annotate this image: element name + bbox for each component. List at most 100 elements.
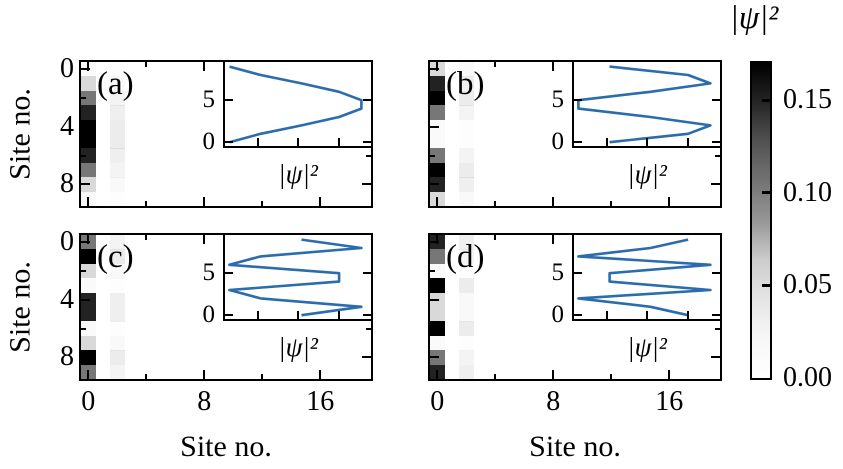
heatmap-cell [430,162,445,178]
y-tick-major [430,68,439,71]
y-tick-minor [715,154,720,157]
inset-x-tick [686,138,689,146]
inset-y-tick-label: 5 [551,259,565,287]
heatmap-cell-faint [110,119,125,135]
heatmap-cell-faint [459,162,474,178]
inset-y-tick [225,272,233,275]
x-axis-label-left: Site no. [180,430,272,463]
y-tick-minor [81,270,86,272]
inset-curve [229,65,363,144]
inset-x-tick [257,138,260,146]
inset-y-tick [574,141,582,144]
inset-x-tick [257,311,260,319]
heatmap-cell-faint [459,76,474,92]
x-tick-major [87,197,90,206]
heatmap-cell-faint [110,192,125,207]
y-tick-label: 4 [60,283,74,315]
inset-y-tick [225,141,233,144]
x-tick-minor [145,62,148,67]
heatmap-cell-faint [110,307,125,322]
x-tick-minor [145,235,148,240]
inset-x-axis-label: |ψ|² [278,159,318,189]
inset-x-tick [686,311,689,319]
inset-x-tick [337,138,340,146]
inset-y-tick [225,99,233,102]
heatmap-cell [430,148,445,164]
heatmap-cell [81,249,96,265]
heatmap-cell [81,263,96,279]
inset-curve-svg [229,65,363,144]
heatmap-cell [430,90,445,106]
inset-y-tick-label: 5 [202,259,216,287]
inset-curve-svg [577,65,712,144]
y-tick-minor [366,327,371,330]
y-tick-label: 0 [60,53,74,85]
heatmap-cell-faint [459,90,474,106]
heatmap-cell [430,335,445,351]
inset-y-tick [574,99,582,102]
inset-y-tick-label: 0 [551,301,565,329]
x-tick-minor [494,235,497,240]
heatmap-cell-faint [459,293,474,308]
inset-plot [223,233,373,321]
heatmap-cell [81,335,96,351]
inset-curve-svg [577,238,712,317]
heatmap-cell-faint [459,278,474,294]
heatmap-cell-faint [110,105,125,121]
heatmap-cell-faint [110,177,125,192]
x-tick-major [319,370,322,379]
heatmap-cell-faint [459,177,474,193]
inset-y-tick-label: 5 [202,86,216,114]
y-tick-major [81,298,90,301]
inset-y-tick [574,272,582,275]
inset-x-tick [337,311,340,319]
heatmap-cell [430,278,445,294]
inset-x-tick [297,311,300,319]
inset-plot [223,60,373,148]
inset-y-tick-label: 0 [551,128,565,156]
y-tick-label: 8 [60,341,74,373]
x-tick-label: 16 [306,386,335,417]
y-tick-major [81,125,90,128]
x-tick-minor [610,201,613,206]
inset-curve-svg [228,238,363,317]
x-axis-label-right: Site no. [529,430,621,463]
y-tick-label: 4 [60,110,74,142]
inset-y-tick [574,314,582,317]
y-tick-minor [430,97,435,99]
heatmap-cell-faint [110,90,125,106]
x-tick-label: 0 [81,386,96,417]
x-tick-minor [261,374,264,379]
x-tick-major [552,370,555,379]
inset-y-tick [712,272,720,275]
inset-plot [572,60,722,148]
y-tick-minor [81,97,86,99]
heatmap-cell-faint [459,364,474,380]
heatmap-cell [81,90,96,106]
inset-y-tick [363,141,371,144]
x-tick-minor [261,201,264,206]
inset-x-tick [606,311,609,319]
inset-x-tick [297,138,300,146]
x-tick-minor [145,374,148,379]
x-tick-major [668,370,671,379]
heatmap-cell [81,105,96,121]
inset-y-tick [363,99,371,102]
heatmap-cell [430,249,445,265]
x-tick-major [436,62,439,71]
y-tick-minor [430,154,435,157]
heatmap-cell-faint [459,105,474,121]
heatmap-cell-faint [110,235,125,250]
heatmap-cell [430,307,445,322]
x-tick-major [552,197,555,206]
y-tick-minor [366,154,371,157]
heatmap-cell-faint [459,350,474,366]
heatmap-cell [81,148,96,164]
heatmap-cell-faint [459,336,474,351]
x-tick-major [552,62,555,71]
y-tick-minor [81,327,86,330]
inset-y-tick-label: 5 [551,86,565,114]
inset-y-tick [712,99,720,102]
